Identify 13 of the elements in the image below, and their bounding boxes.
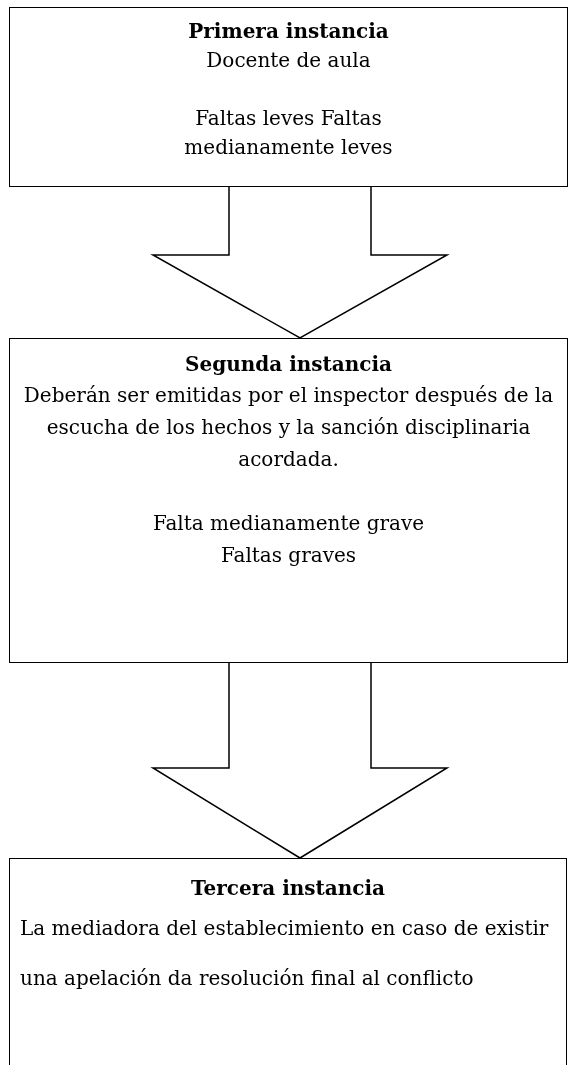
process-box (9, 858, 567, 1065)
box-text: La mediadora del establecimiento en caso de existir una apelación da resolución final al conflicto (20, 915, 550, 992)
box-text: Docente de aula (205, 47, 372, 74)
block-arrow (150, 186, 450, 339)
box-heading: Primera instancia (187, 18, 390, 45)
process-box (9, 7, 568, 187)
box-text: Faltas leves Faltas medianamente leves (183, 105, 394, 161)
block-arrow (150, 662, 450, 859)
box-text: Deberán ser emitidas por el inspector después de la escucha de los hechos y la sanción disciplinaria acordada. (22, 382, 555, 473)
process-box (9, 338, 568, 663)
box-heading: Tercera instancia (189, 875, 387, 902)
box-text: Falta medianamente grave Faltas graves (151, 510, 426, 569)
box-heading: Segunda instancia (184, 351, 393, 378)
